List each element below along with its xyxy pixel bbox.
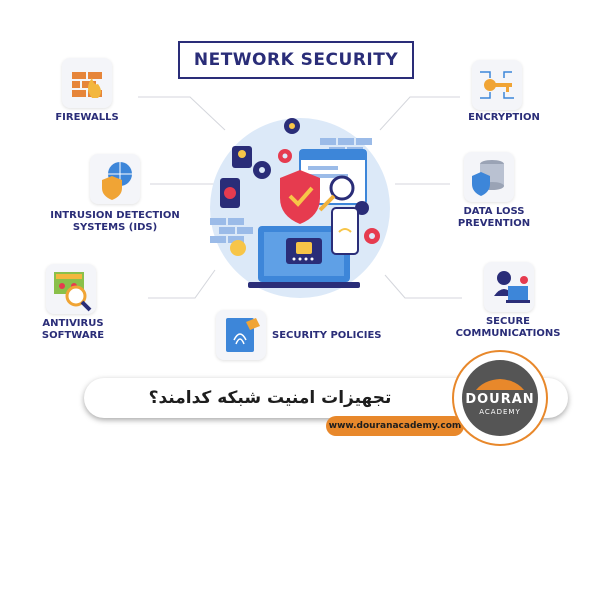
key-circuit-icon bbox=[472, 60, 522, 110]
secure-communications-label-line2: COMMUNICATIONS bbox=[455, 328, 561, 339]
firewall-icon bbox=[62, 58, 112, 108]
security-policies-label: SECURITY POLICIES bbox=[272, 330, 382, 341]
logo-car-icon bbox=[476, 379, 524, 390]
shield-globe-icon bbox=[90, 154, 140, 204]
website-url-link[interactable]: www.douranacademy.com bbox=[326, 416, 464, 436]
center-illustration bbox=[200, 108, 400, 308]
logo-name: DOURAN bbox=[465, 392, 535, 407]
virus-scan-icon bbox=[46, 264, 96, 314]
database-shield-icon bbox=[464, 152, 514, 202]
banner-question-text: تجهیزات امنیت شبکه کدامند؟ bbox=[148, 388, 392, 408]
ids-label-line1: INTRUSION DETECTION bbox=[50, 210, 180, 221]
antivirus-label-line1: ANTIVIRUS bbox=[42, 318, 104, 329]
dlp-label-line2: PREVENTION bbox=[457, 218, 531, 229]
ids-label-line2: SYSTEMS (IDS) bbox=[72, 222, 158, 233]
dlp-label-line1: DATA LOSS bbox=[463, 206, 525, 217]
encryption-label: ENCRYPTION bbox=[468, 112, 540, 123]
page-title: NETWORK SECURITY bbox=[178, 41, 414, 79]
logo-badge bbox=[462, 360, 538, 436]
secure-communications-label-line1: SECURE bbox=[485, 316, 531, 327]
logo-subtitle: ACADEMY bbox=[479, 408, 521, 416]
fingerprint-document-icon bbox=[216, 310, 266, 360]
antivirus-label-line2: SOFTWARE bbox=[41, 330, 105, 341]
firewalls-label: FIREWALLS bbox=[55, 112, 119, 123]
hacker-laptop-icon bbox=[484, 262, 534, 312]
